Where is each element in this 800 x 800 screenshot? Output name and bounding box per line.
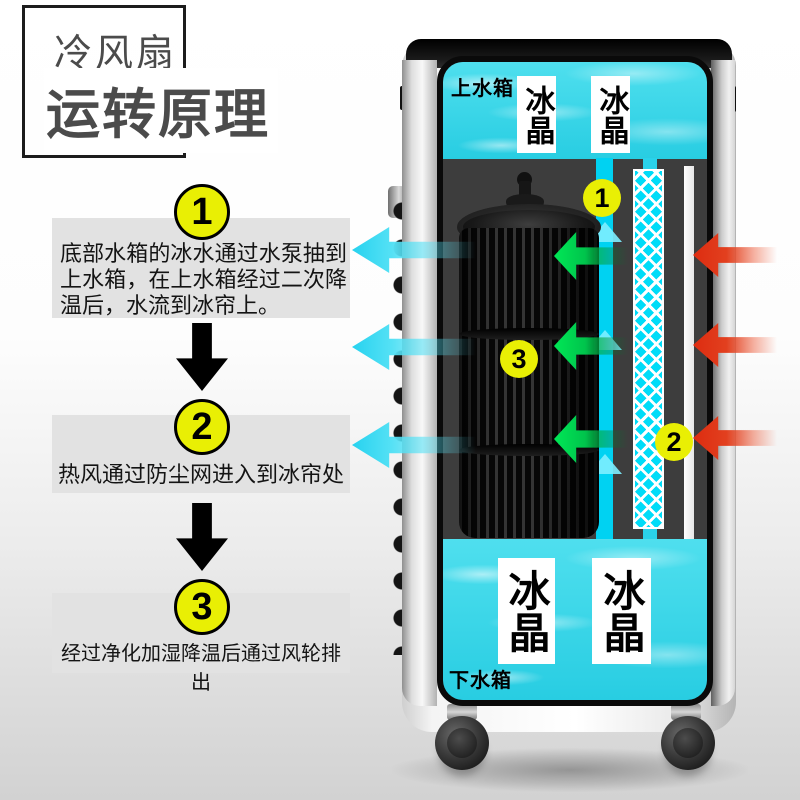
curtain-connector-bottom [643,527,657,541]
upper-tank-label: 上水箱 [451,78,514,100]
step-3-text: 经过净化加湿降温后通过风轮排出 [61,643,341,694]
air-duct-column [684,166,694,540]
diagram-marker-3: 3 [500,340,538,378]
ice-crystal-card: 冰晶 [498,558,555,664]
ice-curtain-filter [633,169,664,529]
fan-blade-barrel [459,228,599,538]
fan-wheel [457,172,601,540]
ice-crystal-card: 冰晶 [591,76,630,153]
diagram-marker-2: 2 [655,423,693,461]
step-3-badge: 3 [174,579,230,635]
upper-water-tank [443,62,707,159]
diagram-marker-1: 1 [583,179,621,217]
fan-shaft-stem [519,181,531,197]
step-2-text: 热风通过防尘网进入到冰帘处 [57,462,344,487]
step-2-badge: 2 [174,399,230,455]
curtain-connector-top [643,158,657,171]
flow-down-arrow-1 [176,323,228,391]
frame-left [402,60,437,706]
ice-crystal-card: 冰晶 [592,558,651,664]
step-1-badge: 1 [174,184,230,240]
page-title: 运转原理 [44,68,278,153]
step-1-text: 底部水箱的冰水通过水泵抽到上水箱，在上水箱经过二次降温后，水流到冰帘上。 [60,241,347,318]
lower-tank-label: 下水箱 [449,670,512,692]
frame-right [711,60,735,706]
flow-down-arrow-2 [176,503,228,571]
lower-water-tank [443,539,707,700]
ice-crystal-card: 冰晶 [517,76,556,153]
machine-cutaway: 上水箱 冰晶 冰晶 1 3 2 [437,56,713,706]
